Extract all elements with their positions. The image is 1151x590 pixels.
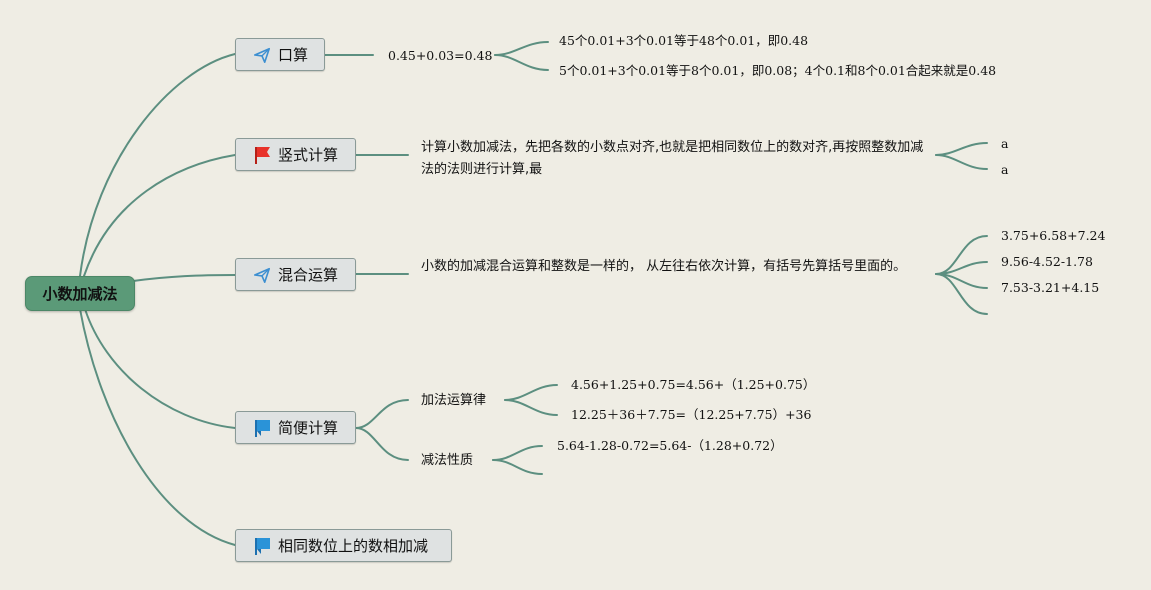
jianbian-sub1-item-1: 4.56+1.25+0.75=4.56+（1.25+0.75） xyxy=(571,377,816,392)
connector-sub1-item2 xyxy=(504,399,558,416)
red-flag-icon xyxy=(252,145,272,165)
hunhe-item-3: 7.53-3.21+4.15 xyxy=(1001,280,1100,295)
jianbian-sub1-item-2: 12.25＋36＋7.75=（12.25+7.75）+36 xyxy=(571,407,812,422)
jianbian-sub1-label: 加法运算律 xyxy=(421,393,487,408)
branch-jianbian[interactable]: 简便计算 xyxy=(235,411,356,444)
branch-shushi-label: 竖式计算 xyxy=(278,146,339,164)
connector-sub1-item1 xyxy=(504,384,558,401)
branch-shushi[interactable]: 竖式计算 xyxy=(235,138,356,171)
connector-hunhe-item4 xyxy=(935,273,988,315)
kousuan-detail: 0.45+0.03=0.48 xyxy=(388,48,493,63)
blue-flag-icon xyxy=(252,418,272,438)
branch-xiangtong-label: 相同数位上的数相加减 xyxy=(278,537,429,555)
connector-kousuan-item1 xyxy=(494,41,549,56)
connector-jianbian-sub1 xyxy=(355,399,409,429)
hunhe-detail: 小数的加减混合运算和整数是一样的， 从左往右依次计算，有括号先算括号里面的。 xyxy=(421,259,907,274)
jianbian-sub2-label: 减法性质 xyxy=(421,453,474,468)
branch-hunhe[interactable]: 混合运算 xyxy=(235,258,356,291)
connector-root-shushi xyxy=(83,154,236,277)
kousuan-item-2: 5个0.01+3个0.01等于8个0.01，即0.08；4个0.1和8个0.01… xyxy=(559,63,997,78)
connector-root-xiangtong xyxy=(79,308,236,546)
hunhe-item-1: 3.75+6.58+7.24 xyxy=(1001,228,1106,243)
branch-kousuan[interactable]: 口算 xyxy=(235,38,325,71)
blue-flag-icon xyxy=(252,536,272,556)
connector-shushi-item2 xyxy=(935,154,988,170)
root-label: 小数加减法 xyxy=(42,285,118,303)
connector-root-hunhe xyxy=(132,274,236,282)
shushi-item-1: a xyxy=(1001,136,1009,151)
shushi-item-2: a xyxy=(1001,162,1009,177)
root-node[interactable]: 小数加减法 xyxy=(25,276,135,311)
kousuan-item-1: 45个0.01+3个0.01等于48个0.01，即0.48 xyxy=(559,33,809,48)
connector-sub2-item2 xyxy=(492,459,543,475)
shushi-detail: 计算小数加减法，先把各数的小数点对齐,也就是把相同数位上的数对齐,再按照整数加减… xyxy=(421,140,924,177)
connector-jianbian-sub2 xyxy=(355,427,409,461)
branch-kousuan-label: 口算 xyxy=(278,46,309,64)
paper-plane-icon xyxy=(252,45,272,65)
connector-root-jianbian xyxy=(84,308,236,429)
connector-root-kousuan xyxy=(79,53,236,277)
branch-hunhe-label: 混合运算 xyxy=(278,266,339,284)
connector-shushi-item1 xyxy=(935,142,988,156)
paper-plane-icon xyxy=(252,265,272,285)
connector-sub2-item1 xyxy=(492,445,543,461)
branch-jianbian-label: 简便计算 xyxy=(278,419,339,437)
jianbian-sub2-item-1: 5.64-1.28-0.72=5.64-（1.28+0.72） xyxy=(557,438,783,453)
branch-xiangtong[interactable]: 相同数位上的数相加减 xyxy=(235,529,452,562)
hunhe-item-2: 9.56-4.52-1.78 xyxy=(1001,254,1093,269)
connector-kousuan-item2 xyxy=(494,54,549,71)
